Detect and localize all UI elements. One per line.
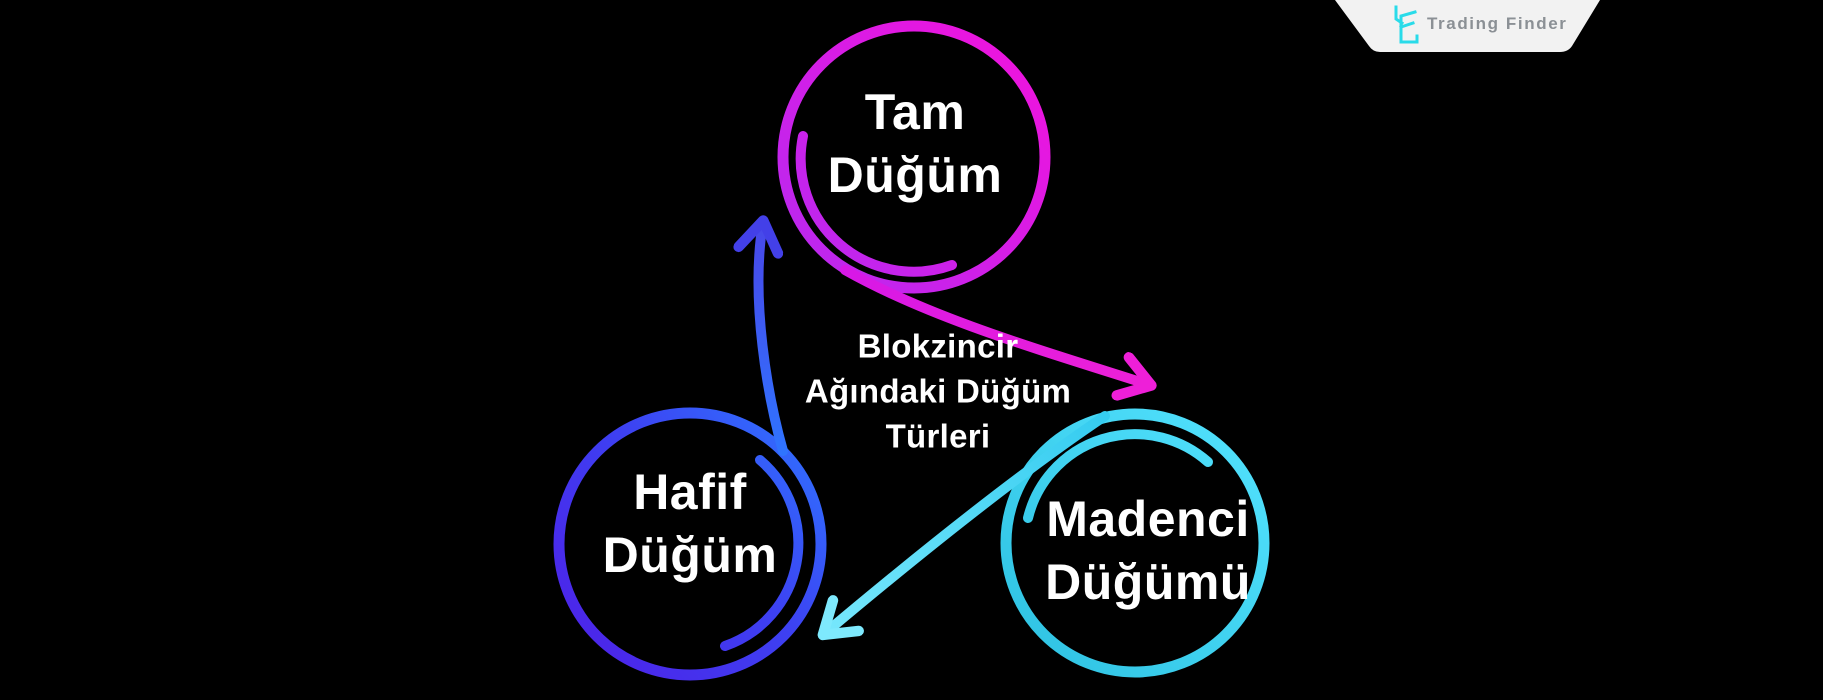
madenci-node-label-line1: Madenci: [1046, 491, 1250, 547]
diagram-title-line3: Türleri: [885, 417, 991, 455]
tam-node-circle: [777, 20, 1051, 294]
madenci-node-circle: [1000, 408, 1270, 678]
trading-finder-logo-icon: [1394, 5, 1419, 44]
hafif-node-label-line1: Hafif: [633, 464, 747, 520]
diagram-title-line1: Blokzincir: [857, 327, 1019, 365]
diagram-title-line2: Ağındaki Düğüm: [804, 372, 1072, 410]
trading-finder-brand-name: Trading Finder: [1427, 14, 1568, 33]
madenci-node-label: Madenci Düğümü: [1045, 488, 1251, 614]
tam-node-label-line2: Düğüm: [827, 147, 1003, 203]
arrow-madenci-to-hafif: [824, 411, 1110, 634]
madenci-node-label-line2: Düğümü: [1045, 554, 1251, 610]
tam-node-inner-arc: [795, 131, 957, 277]
tam-node-label-line1: Tam: [864, 84, 966, 140]
hafif-node-inner-arc: [720, 455, 804, 651]
hafif-node-label-line2: Düğüm: [602, 527, 778, 583]
hafif-node-circle: [553, 407, 827, 681]
diagram-title: Blokzincir Ağındaki Düğüm Türleri: [805, 324, 1071, 459]
arrow-hafif-to-tam: [759, 222, 788, 456]
madenci-node-inner-arc: [1023, 429, 1213, 523]
hafif-node-label: Hafif Düğüm: [603, 461, 778, 587]
tam-node-label: Tam Düğüm: [828, 81, 1003, 207]
arrow-tam-to-madenci: [840, 265, 1150, 385]
